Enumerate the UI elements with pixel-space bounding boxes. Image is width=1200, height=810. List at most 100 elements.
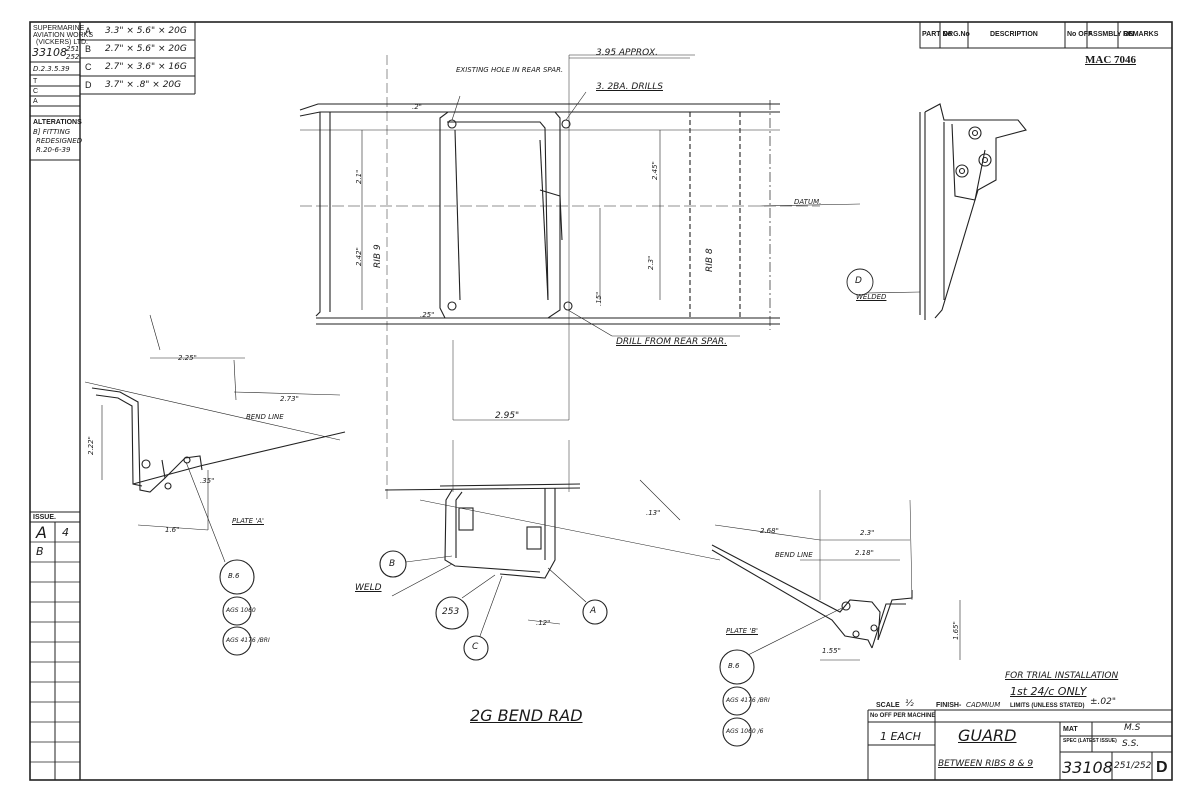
- col-assembly-on: ASSMBLY ON: [1088, 31, 1134, 38]
- top-view-spar: [299, 54, 861, 500]
- limits-value: ±.02": [1090, 697, 1116, 707]
- dim-2-68: 2.68": [760, 527, 779, 535]
- note-drill-rear-spar: DRILL FROM REAR SPAR.: [616, 337, 728, 347]
- part-name: GUARD: [958, 726, 1017, 745]
- dim-2-3: 2.3": [647, 255, 655, 270]
- material-id-a: A: [85, 26, 92, 36]
- dim-2-45: 2.45": [651, 161, 659, 180]
- dim-35: .35": [200, 477, 215, 485]
- col-remarks: REMARKS: [1123, 31, 1159, 38]
- side-view-bracket: [846, 103, 1027, 320]
- dim-1-55: 1.55": [822, 647, 841, 655]
- dim-2-42: 2.42": [355, 247, 363, 266]
- dim-13: .13": [646, 509, 661, 517]
- dim-2-3b: 2.3": [860, 529, 875, 537]
- label-rib-8: RIB 8: [705, 248, 715, 272]
- scale-label: SCALE: [876, 702, 900, 709]
- spec-value: S.S.: [1122, 739, 1140, 749]
- alterations-label: ALTERATIONS: [33, 119, 82, 126]
- dim-1-6: 1.6": [165, 526, 180, 534]
- dim-2-22: 2.22": [87, 436, 95, 455]
- left-drawing-no: 33108: [32, 46, 67, 59]
- formed-guard-view: [379, 419, 721, 661]
- part-subtitle: BETWEEN RIBS 8 & 9: [938, 759, 1034, 769]
- issue-letter: D: [1156, 759, 1168, 776]
- callout-a: A: [590, 606, 597, 616]
- note-welded: WELDED: [856, 293, 887, 301]
- dim-2-18: 2.18": [855, 549, 874, 557]
- mat-value: M.S: [1124, 723, 1141, 733]
- note-weld: WELD: [355, 583, 382, 593]
- material-id-d: D: [85, 80, 92, 90]
- note-datum: DATUM.: [794, 198, 822, 206]
- material-spec-d: 3.7" × .8" × 20G: [105, 80, 182, 90]
- finish-value: CADMIUM: [966, 701, 1001, 709]
- material-spec-a: 3.3" × 5.6" × 20G: [105, 26, 187, 36]
- callout-b: B: [389, 559, 396, 569]
- note-approx: 3.95 APPROX.: [596, 48, 659, 58]
- col-part-no: PART No: [922, 31, 952, 38]
- note-trial-1: FOR TRIAL INSTALLATION: [1005, 671, 1119, 681]
- col-no-off: No OFF: [1067, 31, 1093, 38]
- alteration-line-2: REDESIGNED: [36, 137, 83, 145]
- company-line-2: AVIATION WORKS: [33, 32, 94, 39]
- note-plate-b: PLATE 'B': [726, 627, 758, 635]
- sheet-border: [29, 21, 1173, 781]
- spec-label: SPEC (LATEST ISSUE): [1063, 738, 1117, 744]
- row-label-a: A: [33, 98, 38, 105]
- dim-2-73: 2.73": [280, 395, 299, 403]
- note-plate-a: PLATE 'A': [232, 517, 264, 525]
- alteration-line-3: R.20-6-39: [36, 146, 71, 154]
- dim-2-95: 2.95": [495, 411, 520, 421]
- dim-15: .15": [595, 291, 603, 306]
- callout-253: 253: [442, 607, 460, 617]
- callout-c: C: [472, 642, 479, 652]
- row-label-t: T: [33, 78, 38, 85]
- col-description: DESCRIPTION: [990, 31, 1038, 38]
- material-spec-b: 2.7" × 5.6" × 20G: [105, 44, 187, 54]
- material-id-c: C: [85, 62, 92, 72]
- dim-2: .2": [412, 103, 422, 111]
- company-line-1: SUPERMARINE: [33, 25, 85, 32]
- mat-label: MAT: [1063, 726, 1078, 733]
- no-off-value: 1 EACH: [880, 730, 921, 743]
- left-date: D.2.3.5.39: [33, 65, 70, 73]
- issue-entry-a: A: [36, 523, 47, 542]
- company-line-3: (VICKERS) LTD.: [36, 39, 88, 46]
- plate-b-view: [639, 479, 961, 747]
- plate-a-view: [84, 314, 346, 656]
- left-sheet-2: 252: [66, 53, 80, 61]
- bottom-drawing-no: 33108: [1062, 758, 1113, 777]
- scale-value: ½: [905, 699, 914, 709]
- note-trial-2: 1st 24/c ONLY: [1010, 685, 1087, 698]
- callout-b6-a: B.6: [228, 572, 240, 580]
- dim-2-1: 2.1": [355, 169, 363, 184]
- note-drills: 3. 2BA. DRILLS: [596, 82, 663, 92]
- row-label-c: C: [33, 88, 39, 95]
- callout-ags-3: AGS 4176 /BRI: [726, 697, 770, 704]
- dim-25: .25": [420, 311, 435, 319]
- dim-1-65: 1.65": [952, 621, 960, 640]
- mac-number: MAC 7046: [1085, 54, 1137, 66]
- material-id-b: B: [85, 44, 92, 54]
- finish-label: FINISH-: [936, 702, 962, 709]
- limits-label: LIMITS (UNLESS STATED): [1010, 703, 1085, 709]
- dim-12: .12": [536, 619, 551, 627]
- note-bend-line-a: BEND LINE: [246, 413, 284, 421]
- issue-label: ISSUE.: [33, 514, 56, 521]
- callout-ags-4: AGS 1060 /6: [726, 728, 764, 735]
- callout-d: D: [855, 276, 862, 286]
- note-existing-hole: EXISTING HOLE IN REAR SPAR.: [456, 66, 564, 74]
- callout-ags-1: AGS 1060: [226, 607, 256, 614]
- issue-entry-b: B: [36, 545, 44, 558]
- issue-entry-4: 4: [62, 526, 69, 539]
- callout-ags-2: AGS 4176 /BRI: [226, 637, 270, 644]
- alteration-line-1: B] FITTING: [33, 128, 71, 136]
- no-off-label: No OFF PER MACHINE: [870, 713, 936, 719]
- note-bend-rad: 2G BEND RAD: [470, 706, 583, 725]
- left-sheet-1: 251: [66, 45, 80, 53]
- note-bend-line-b: BEND LINE: [775, 551, 813, 559]
- label-rib-9: RIB 9: [373, 244, 383, 268]
- col-drg-no: DRG.No: [943, 31, 970, 38]
